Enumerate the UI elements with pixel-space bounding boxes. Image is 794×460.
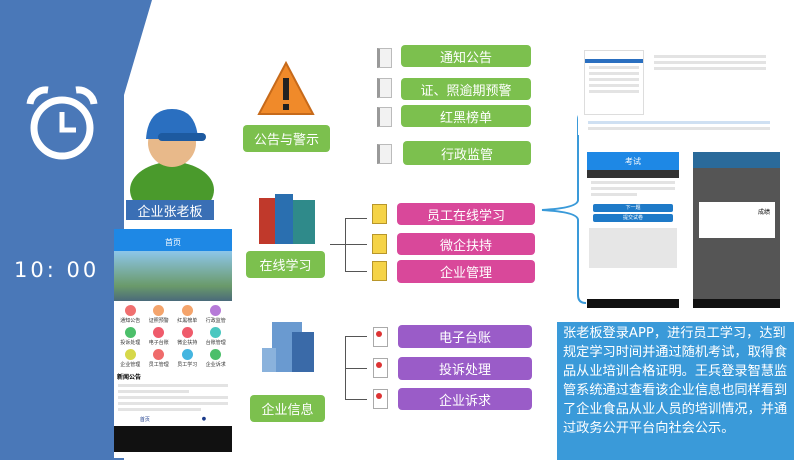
grid-item-label: 电子台账	[148, 340, 169, 346]
grid-item-icon	[124, 327, 136, 338]
item-enterprise-appeal[interactable]: 企业诉求	[398, 388, 532, 410]
submit-exam-button[interactable]: 提交试卷	[593, 214, 673, 222]
next-question-button[interactable]: 下一题	[593, 204, 673, 212]
phone-home-title: 首页	[114, 235, 232, 251]
clock-time: 10: 00	[14, 258, 100, 282]
grid-item-label: 台账管理	[205, 340, 226, 346]
item-license-warning[interactable]: 证、照逾期预警	[401, 78, 531, 100]
group-label-enterprise-info: 企业信息	[250, 395, 325, 422]
phone-result-screenshot: 成绩	[693, 152, 780, 308]
tab-2[interactable]: ●	[201, 416, 207, 422]
phone-exam-screenshot: 考试 下一题 提交试卷	[587, 152, 679, 308]
persona-label: 企业张老板	[126, 200, 214, 220]
alarm-clock-icon	[26, 86, 98, 160]
user-avatar-icon	[130, 109, 214, 200]
grid-item-icon	[181, 327, 193, 338]
grid-item-icon	[153, 349, 165, 360]
grid-item[interactable]: 红黑榜单	[173, 305, 202, 324]
grid-item[interactable]: 企业管理	[116, 349, 145, 368]
grid-item-icon	[181, 305, 193, 316]
grid-item-icon	[181, 349, 193, 360]
grid-item-label: 微企扶持	[177, 340, 198, 346]
grid-item-icon	[124, 305, 136, 316]
brace-connector	[541, 114, 587, 304]
tab-home[interactable]: 首页	[139, 417, 150, 423]
item-electronic-ledger[interactable]: 电子台账	[398, 325, 532, 348]
bottom-tabbar: 首页 ●	[114, 414, 232, 423]
grid-item-icon	[210, 327, 222, 338]
grid-item[interactable]: 电子台账	[145, 327, 174, 346]
item-admin-supervision[interactable]: 行政监管	[403, 141, 531, 165]
grid-item[interactable]: 员工管理	[145, 349, 174, 368]
warning-icon	[257, 60, 315, 115]
item-enterprise-management[interactable]: 企业管理	[397, 260, 535, 283]
item-micro-enterprise-support[interactable]: 微企扶持	[397, 233, 535, 255]
description-text: 张老板登录APP，进行员工学习，达到规定学习时间并通过随机考试，取得食品从业培训…	[557, 322, 794, 460]
grid-item[interactable]: 微企扶持	[173, 327, 202, 346]
grid-item-label: 投诉处理	[120, 340, 141, 346]
grid-item[interactable]: 企业诉求	[202, 349, 231, 368]
books-icon	[259, 194, 315, 244]
grid-item-label: 员工学习	[177, 362, 198, 368]
grid-item-icon	[153, 327, 165, 338]
item-staff-learning[interactable]: 员工在线学习	[397, 203, 535, 225]
news-title: 新闻公告	[117, 374, 142, 381]
result-dialog: 成绩	[699, 202, 775, 238]
grid-item-label: 员工管理	[148, 362, 169, 368]
group-label-announcements: 公告与警示	[243, 125, 330, 152]
item-notice[interactable]: 通知公告	[401, 45, 531, 67]
grid-item-label: 红黑榜单	[177, 318, 198, 324]
group-label-online-learning: 在线学习	[246, 251, 325, 278]
item-red-black-list[interactable]: 红黑榜单	[401, 105, 531, 127]
grid-item[interactable]: 证照预警	[145, 305, 174, 324]
web-system-screenshot	[578, 40, 778, 135]
grid-item-label: 行政监管	[205, 318, 226, 324]
banner-image	[114, 251, 232, 301]
exam-title: 考试	[587, 152, 679, 170]
building-icon	[262, 322, 314, 372]
grid-item-label: 证照预警	[148, 318, 169, 324]
grid-item[interactable]: 台账管理	[202, 327, 231, 346]
phone-home-screenshot: 首页 通知公告 证照预警 红黑榜单 行政监管投诉处理 电子台账 微企扶持 台账管理企业管理 员…	[114, 229, 232, 458]
phone-footer	[114, 426, 232, 452]
grid-item-label: 企业诉求	[205, 362, 226, 368]
grid-item[interactable]: 投诉处理	[116, 327, 145, 346]
item-complaint-handling[interactable]: 投诉处理	[398, 357, 532, 380]
function-grid: 通知公告 证照预警 红黑榜单 行政监管投诉处理 电子台账 微企扶持 台账管理企业管理 员工管理…	[114, 301, 232, 372]
grid-item-icon	[210, 349, 222, 360]
grid-item[interactable]: 通知公告	[116, 305, 145, 324]
grid-item-icon	[124, 349, 136, 360]
grid-item[interactable]: 行政监管	[202, 305, 231, 324]
grid-item-icon	[210, 305, 222, 316]
grid-item-icon	[153, 305, 165, 316]
result-title: 成绩	[757, 209, 770, 216]
grid-item-label: 通知公告	[120, 318, 141, 324]
grid-item-label: 企业管理	[120, 362, 141, 368]
grid-item[interactable]: 员工学习	[173, 349, 202, 368]
